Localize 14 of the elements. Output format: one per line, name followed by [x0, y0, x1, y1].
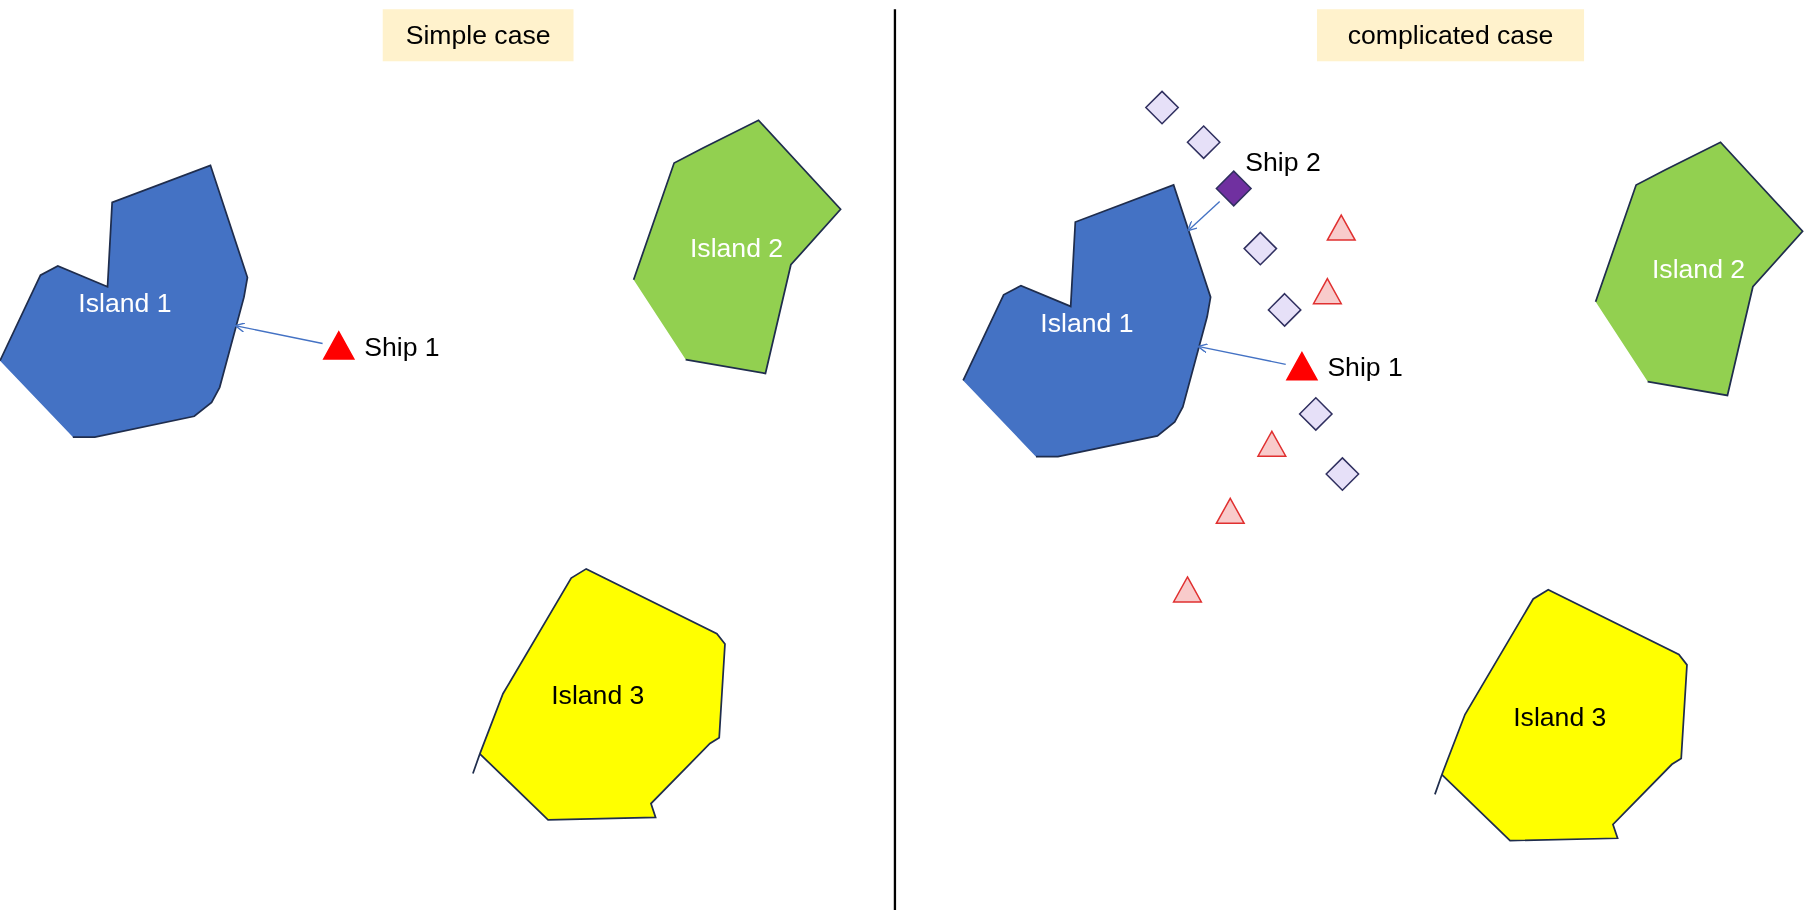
island-name: Island 3 — [1513, 701, 1607, 733]
island-name: Island 1 — [78, 287, 172, 319]
arrow — [1197, 343, 1287, 366]
arrow — [234, 322, 324, 345]
heading-banner: Simple case — [382, 9, 574, 62]
island-name: Island 3 — [551, 679, 645, 711]
arrow — [1187, 200, 1221, 232]
ship-name: Ship 2 — [1245, 146, 1321, 178]
island-name: Island 1 — [1040, 308, 1134, 340]
island-name: Island 2 — [689, 233, 784, 265]
ship-name: Ship 1 — [364, 331, 440, 363]
heading-banner: complicated case — [1316, 9, 1585, 62]
ship-name: Ship 1 — [1327, 352, 1403, 384]
island-name: Island 2 — [1651, 253, 1746, 285]
